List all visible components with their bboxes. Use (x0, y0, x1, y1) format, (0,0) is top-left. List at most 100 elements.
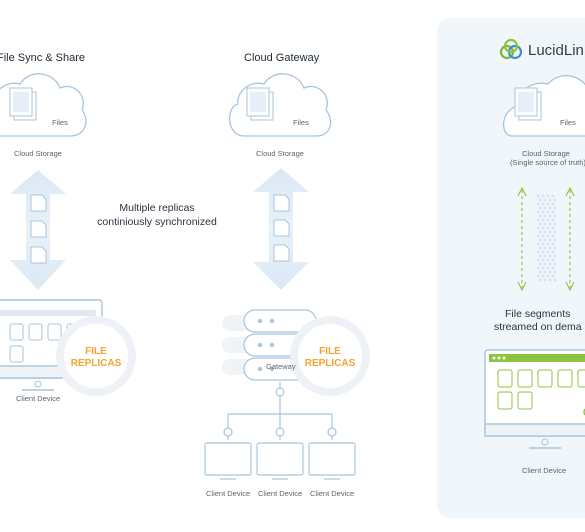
segment-dot (546, 210, 550, 214)
sync-replicas-badge (56, 316, 136, 396)
middle-note-line1: Multiple replicas (119, 202, 195, 214)
segment-dot (546, 234, 550, 238)
segment-dot (536, 274, 540, 278)
segment-dot (548, 270, 552, 274)
gateway-network-lines (227, 382, 333, 440)
segment-dot (553, 254, 557, 258)
lucidlink-brand-name: LucidLin (528, 42, 584, 59)
lucidlink-stream-arrows (517, 186, 575, 292)
segment-dot (546, 194, 550, 198)
segment-dot (541, 194, 545, 198)
segment-dot (551, 202, 555, 206)
sync-replicas-line2: REPLICAS (70, 358, 122, 369)
sync-cloud-files-label: Files (52, 118, 68, 127)
lucidlink-segments-line1: File segments (505, 308, 571, 320)
segment-dot (541, 218, 545, 222)
segment-dot (543, 270, 547, 274)
gateway-cloud-files-label: Files (293, 118, 309, 127)
file-icons-col2 (273, 194, 290, 262)
gateway-cloud-label: Cloud Storage (256, 149, 304, 158)
file-stack-icon (514, 87, 542, 121)
gateway-replicas-line2: REPLICAS (304, 358, 356, 369)
segment-dot (543, 238, 547, 242)
segment-dot (541, 234, 545, 238)
segment-dot (543, 278, 547, 282)
segment-dot (546, 274, 550, 278)
gateway-replicas-line1: FILE (319, 346, 341, 357)
sync-device-label: Client Device (16, 394, 61, 403)
segment-dot (553, 262, 557, 266)
sync-cloud (0, 73, 87, 137)
middle-note-line2: continiously synchronized (97, 216, 217, 228)
lucidlink-client-monitor (484, 349, 585, 449)
segment-dot (543, 230, 547, 234)
segment-dot (541, 258, 545, 262)
segment-dot (538, 222, 542, 226)
segment-dot (548, 222, 552, 226)
segment-dot (551, 274, 555, 278)
segment-dot (536, 218, 540, 222)
file-stack-icon (246, 87, 274, 121)
segment-dot (536, 194, 540, 198)
segment-dot (536, 258, 540, 262)
gateway-column-title: Cloud Gateway (244, 52, 320, 64)
gateway-client-label-1: Client Device (206, 489, 251, 498)
segment-dot (551, 258, 555, 262)
segment-dot (538, 198, 542, 202)
segment-dot (541, 266, 545, 270)
segment-dot (553, 206, 557, 210)
segment-dot (553, 214, 557, 218)
segment-dot (553, 238, 557, 242)
segment-dot (553, 222, 557, 226)
segment-dot (538, 270, 542, 274)
gateway-client-label-3: Client Device (310, 489, 355, 498)
network-node (275, 387, 285, 397)
sync-cloud-label: Cloud Storage (14, 149, 62, 158)
segment-dot (543, 198, 547, 202)
segment-dot (543, 262, 547, 266)
segment-dot (551, 210, 555, 214)
file-stack-icon (9, 87, 37, 121)
segment-dot (548, 254, 552, 258)
segment-dot (536, 210, 540, 214)
gateway-label: Gateway (266, 362, 296, 371)
segment-dot (553, 230, 557, 234)
network-node (223, 427, 233, 437)
segment-dot (548, 214, 552, 218)
segment-dot (548, 262, 552, 266)
segment-dot (551, 226, 555, 230)
segment-dot (551, 194, 555, 198)
segment-dot (553, 270, 557, 274)
gateway-client-label-2: Client Device (258, 489, 303, 498)
segment-dot (551, 234, 555, 238)
segment-dot (536, 250, 540, 254)
segment-dot (548, 206, 552, 210)
segment-dot (538, 246, 542, 250)
segment-dot (553, 278, 557, 282)
segment-dot (546, 202, 550, 206)
segment-dot (536, 234, 540, 238)
segment-dot (538, 254, 542, 258)
segment-dot (536, 226, 540, 230)
segment-dot (538, 238, 542, 242)
lucidlink-logo-icon (499, 38, 523, 60)
segment-dot (543, 214, 547, 218)
segment-dot (538, 278, 542, 282)
segment-dot (546, 258, 550, 262)
file-segment-dots (536, 194, 557, 282)
segment-dot (541, 210, 545, 214)
segment-dot (541, 242, 545, 246)
segment-dot (551, 266, 555, 270)
segment-dot (541, 274, 545, 278)
sync-column-title: File Sync & Share (0, 52, 86, 64)
segment-dot (551, 242, 555, 246)
segment-dot (548, 198, 552, 202)
segment-dot (543, 246, 547, 250)
lucidlink-cloud-label-line2: (Single source of truth) (510, 158, 585, 167)
segment-dot (548, 278, 552, 282)
segment-dot (546, 266, 550, 270)
segment-dot (538, 230, 542, 234)
segment-dot (546, 226, 550, 230)
segment-dot (548, 238, 552, 242)
